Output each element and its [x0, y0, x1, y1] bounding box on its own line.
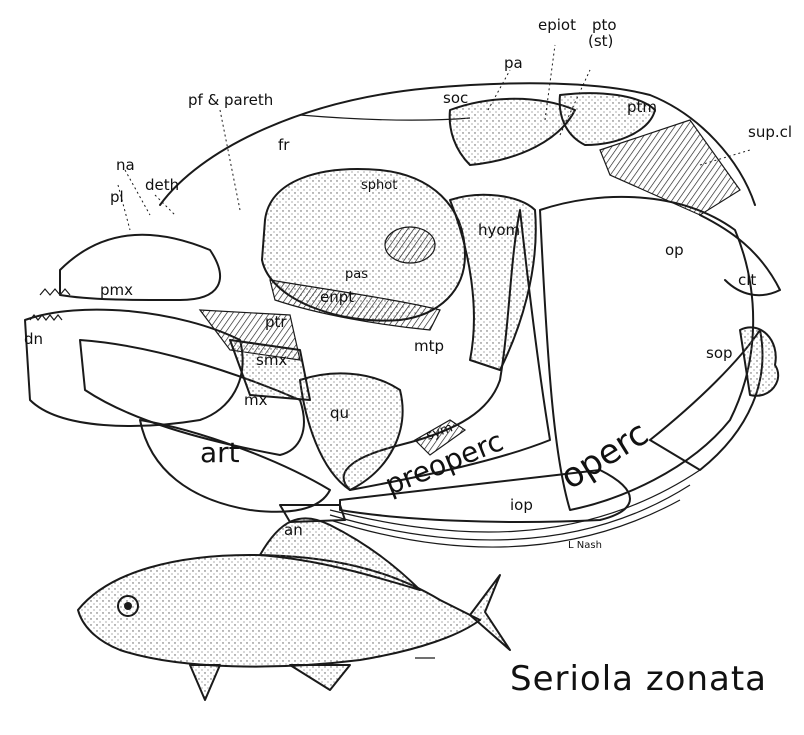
label-ptr: ptr [265, 313, 287, 331]
label-ptm: ptm [627, 98, 657, 116]
dentary [25, 310, 243, 426]
label-smx: smx [256, 351, 287, 369]
label-iop: iop [510, 496, 533, 514]
label-pas: pas [345, 267, 368, 282]
fish-anal-fin [290, 665, 350, 690]
label-deth: deth [145, 176, 179, 194]
label-clt: clt [738, 271, 756, 289]
label-soc: soc [443, 89, 468, 107]
label-an: an [284, 521, 303, 539]
label-operc: operc [554, 413, 656, 497]
label-art: art [200, 436, 240, 469]
label-pmx: pmx [100, 281, 133, 299]
whole-fish-sketch [78, 518, 510, 700]
label-hyom: hyom [478, 221, 520, 239]
fish-tail [470, 575, 510, 650]
leader-pf [220, 110, 240, 210]
label-dn: dn [24, 330, 43, 348]
species-title: Seriola zonata [510, 659, 767, 699]
label-op: op [665, 241, 684, 259]
label-pa: pa [504, 54, 523, 72]
supraoccipital [450, 99, 575, 165]
orbit-foramen [385, 227, 435, 263]
fish-pupil [124, 602, 132, 610]
premaxilla-teeth [40, 289, 70, 295]
label-epiot: epiot [538, 16, 576, 34]
subopercle-frill [740, 327, 778, 395]
label-sop: sop [706, 344, 733, 362]
supramaxilla [230, 340, 310, 400]
label-pf-pareth: pf & pareth [188, 91, 273, 109]
label-qu: qu [330, 404, 349, 422]
premaxilla [60, 235, 220, 300]
label-enpt: enpt [320, 288, 354, 306]
artist-signature: L Nash [568, 540, 602, 551]
label-fr: fr [278, 136, 290, 154]
label-mtp: mtp [414, 337, 444, 355]
frontal-suture [300, 115, 470, 120]
label-sphot: sphot [361, 178, 397, 193]
label-na: na [116, 156, 135, 174]
fish-body [78, 555, 480, 667]
label-st: (st) [588, 32, 613, 50]
label-mx: mx [244, 391, 268, 409]
label-pl: pl [110, 188, 124, 206]
label-sup-cl: sup.cl [748, 123, 792, 141]
fish-pelvic-fin [190, 665, 220, 700]
